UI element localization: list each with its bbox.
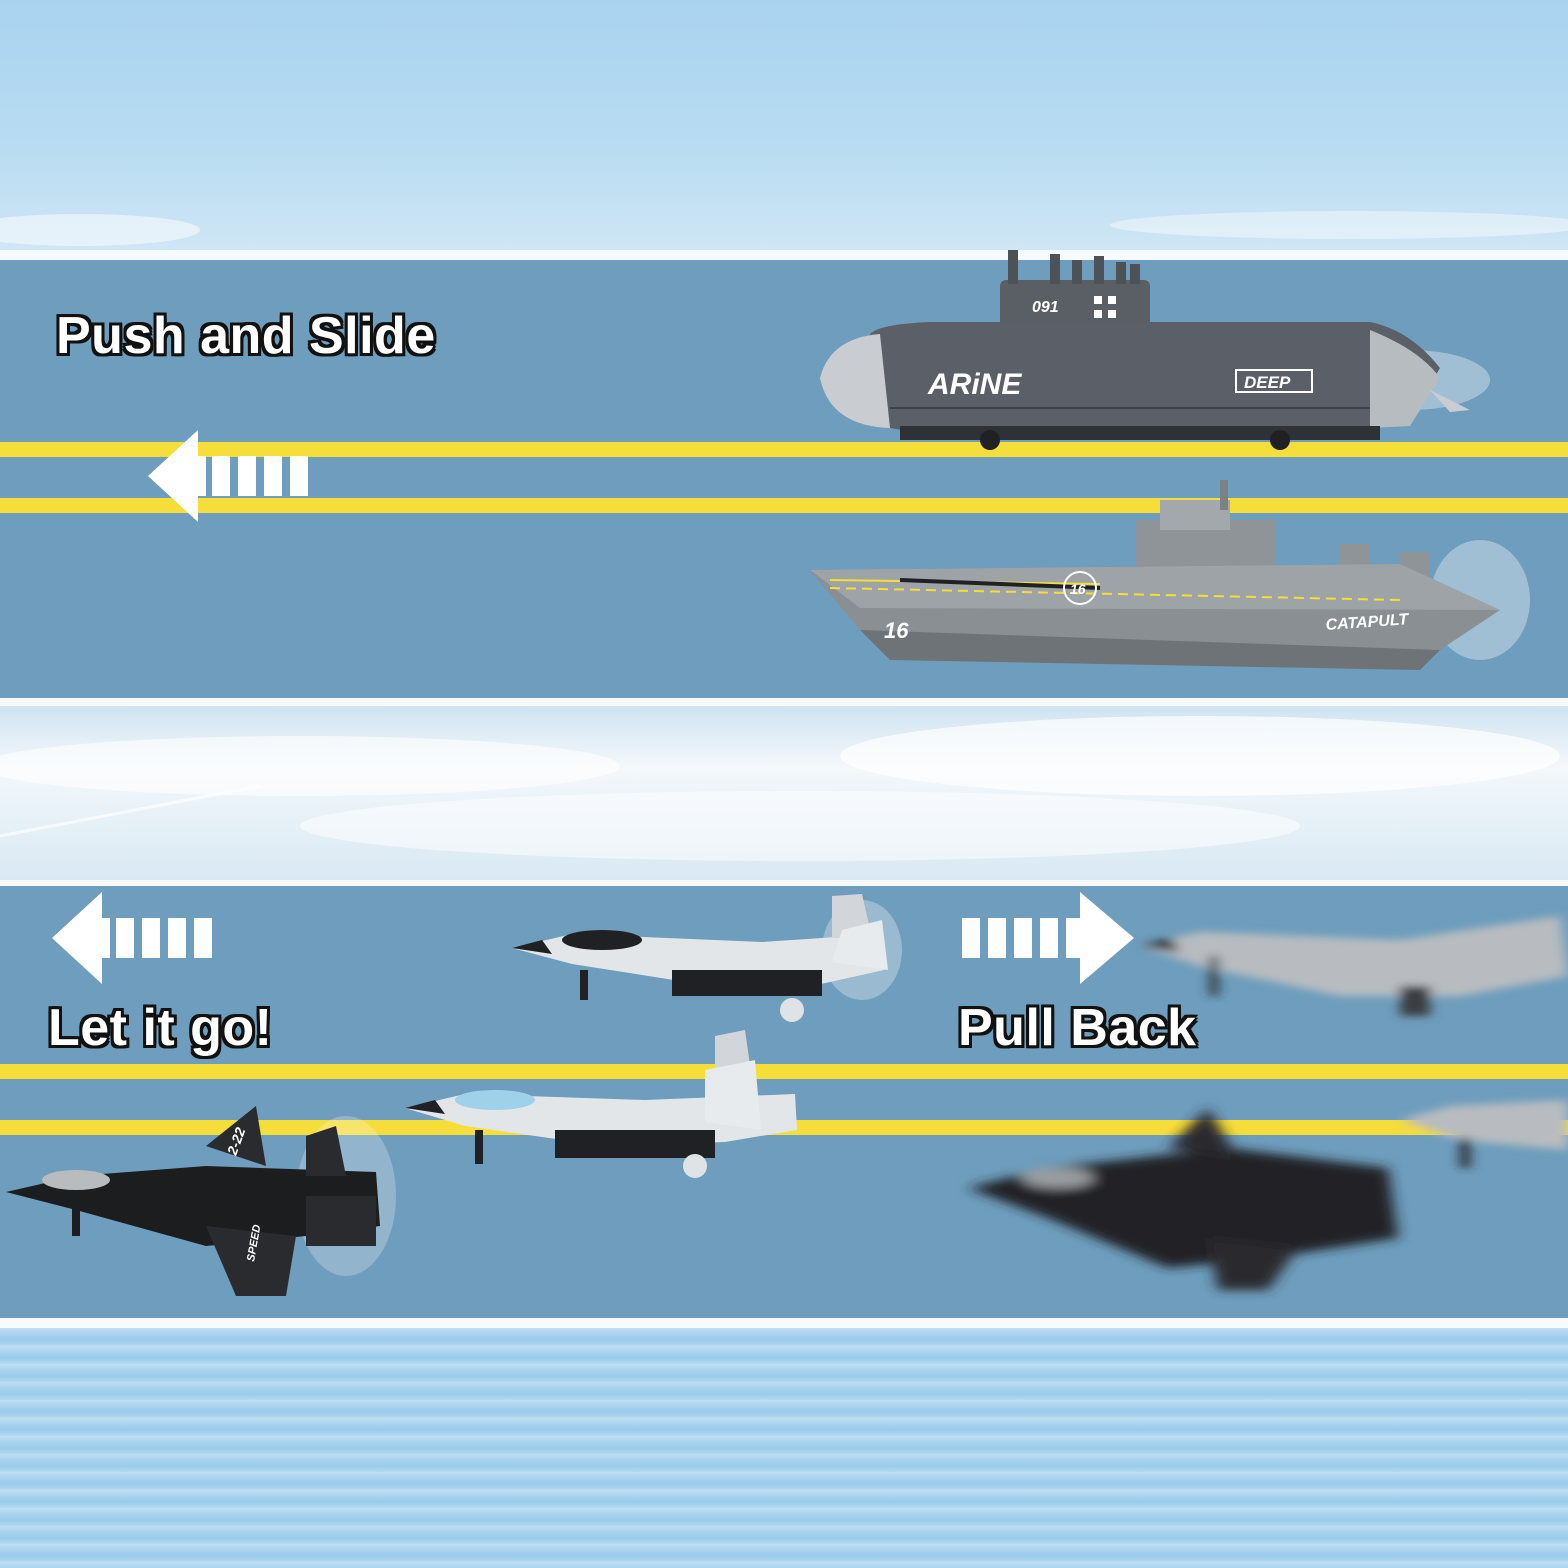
yellow-stripe <box>0 1064 1568 1079</box>
black-jet-toy: 2-22 SPEED <box>6 1106 396 1296</box>
blurred-white-jet <box>1140 916 1568 1016</box>
divider-line <box>0 1318 1568 1328</box>
divider-line <box>0 698 1568 706</box>
submarine-toy: ARiNE 091 DEEP <box>820 250 1490 450</box>
submarine-name-text: ARiNE <box>927 368 1022 401</box>
cloud-wisps <box>0 716 1560 861</box>
let-it-go-label: Let it go! <box>48 999 273 1057</box>
white-jet-toy <box>512 894 902 1022</box>
divider-line <box>0 880 1568 886</box>
sky-top-background <box>0 0 1568 250</box>
submarine-badge-text: DEEP <box>1244 373 1291 392</box>
carrier-hull-number: 16 <box>884 618 909 643</box>
carrier-deck-text: CATAPULT <box>1325 611 1410 634</box>
cloud-wisps-top <box>0 211 1568 246</box>
arrow-left-icon <box>52 892 212 984</box>
aircraft-carrier-toy: 16 16 CATAPULT <box>810 480 1530 670</box>
divider-line <box>0 250 1568 260</box>
push-and-slide-label: Push and Slide <box>56 307 436 365</box>
carrier-circle-number: 16 <box>1070 581 1086 597</box>
pull-back-label: Pull Back <box>958 999 1197 1057</box>
white-jet-toy <box>405 1030 797 1178</box>
blurred-white-jet <box>1400 1100 1568 1168</box>
blurred-black-jet <box>968 1108 1398 1290</box>
arrow-right-icon <box>962 892 1134 984</box>
yellow-stripe <box>0 442 1568 457</box>
submarine-hull-number: 091 <box>1032 299 1059 316</box>
sea-background <box>0 1328 1568 1568</box>
arrow-left-icon <box>148 430 308 522</box>
